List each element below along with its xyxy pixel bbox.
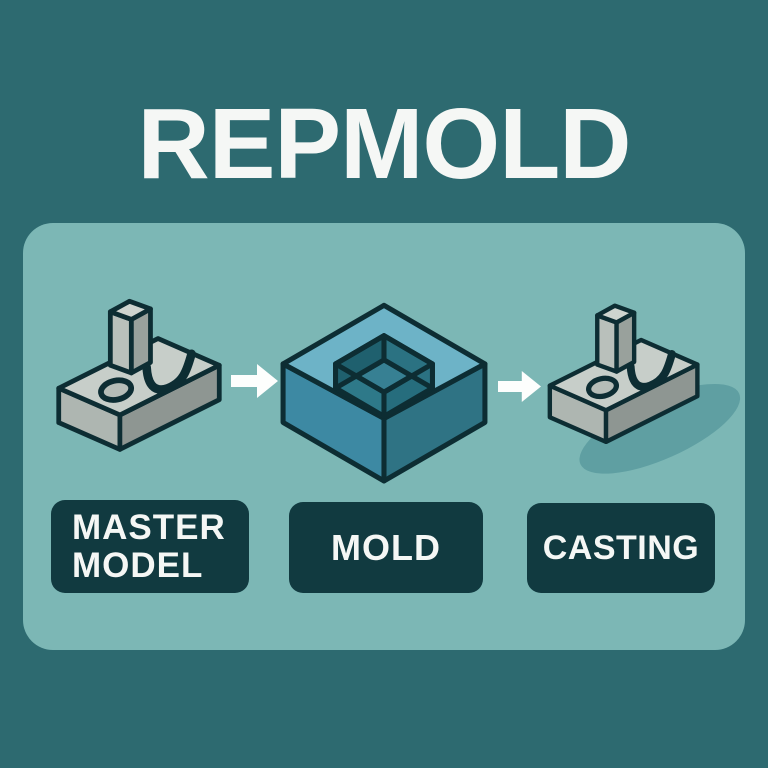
label-casting: CASTING bbox=[527, 503, 715, 593]
diagram-panel: MASTER MODEL MOLD CASTING bbox=[23, 223, 745, 650]
poster-title: REPMOLD bbox=[137, 88, 632, 200]
label-text: MASTER bbox=[72, 508, 226, 547]
mold-illustration bbox=[280, 302, 488, 484]
label-text: MOLD bbox=[331, 526, 441, 568]
master-model-illustration bbox=[53, 283, 225, 460]
label-text: MODEL bbox=[72, 546, 204, 585]
arrow-right-icon bbox=[231, 364, 278, 398]
label-text: CASTING bbox=[542, 528, 700, 567]
label-mold: MOLD bbox=[289, 502, 483, 593]
casting-illustration bbox=[537, 287, 741, 474]
arrow-right-icon bbox=[498, 370, 541, 403]
label-master-model: MASTER MODEL bbox=[51, 500, 249, 593]
casting-shadow bbox=[579, 383, 741, 474]
